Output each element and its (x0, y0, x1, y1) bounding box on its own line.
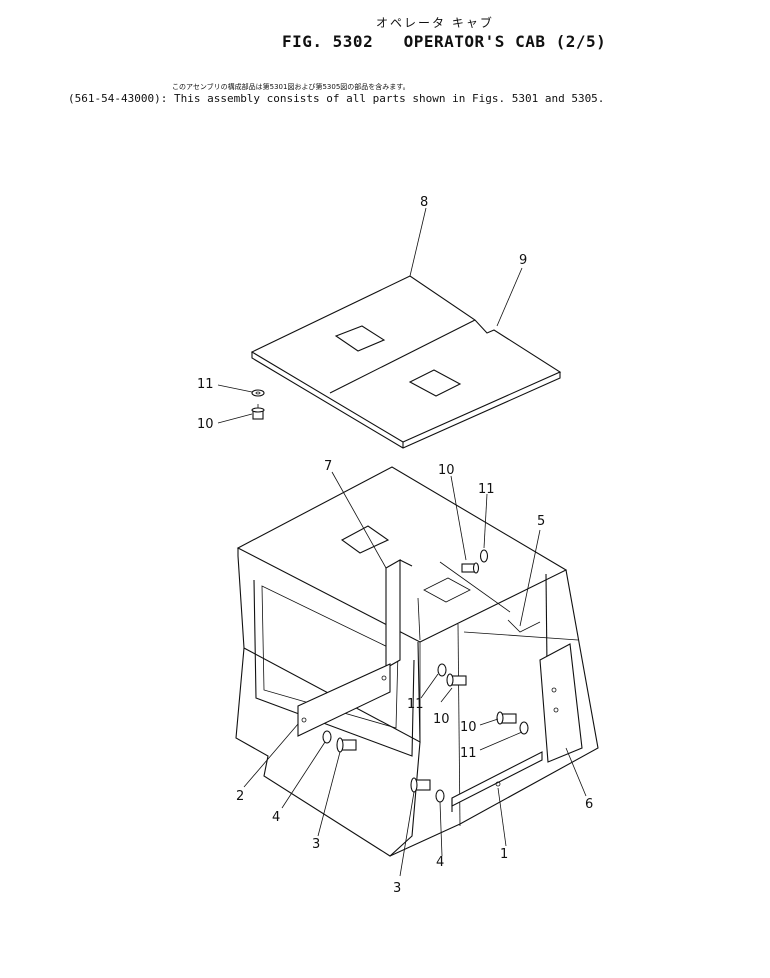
callout-6: 6 (585, 797, 593, 812)
washer-4-lower (435, 789, 445, 803)
callout-8: 8 (420, 195, 428, 210)
figure-title: FIG. 5302 OPERATOR'S CAB (2/5) (282, 32, 606, 51)
callout-9: 9 (519, 253, 527, 268)
callout-3-lower: 3 (393, 881, 401, 896)
washer-11-right (519, 721, 529, 735)
bolt-3-lower (410, 777, 431, 793)
bracket-7 (385, 559, 413, 669)
mat-opening-left (334, 325, 386, 352)
callout-10-right: 10 (460, 720, 477, 735)
part-number: (561-54-43000) (68, 92, 161, 105)
callout-11-mat: 11 (197, 377, 214, 392)
mat-opening-right (408, 369, 462, 397)
japanese-assembly-note: このアセンブリの構成部品は第5301図および第5305図の部品を含みます。 (172, 83, 410, 91)
mat-washer-11 (251, 389, 265, 397)
callout-11-right: 11 (460, 746, 477, 761)
mat-seam (329, 319, 476, 394)
figure-number: FIG. 5302 (282, 32, 374, 51)
washer-4-left (322, 730, 332, 744)
figure-name: OPERATOR'S CAB (2/5) (403, 32, 607, 51)
bolt-10-middle (446, 673, 467, 687)
mat-bolt-10 (251, 404, 265, 420)
callout-7: 7 (324, 459, 332, 474)
bracket-2 (297, 663, 391, 737)
callout-2: 2 (236, 789, 244, 804)
callout-11-upper: 11 (478, 482, 495, 497)
floor-mat (250, 275, 562, 449)
callout-10-mat: 10 (197, 417, 214, 432)
callout-4-lower: 4 (436, 855, 444, 870)
callout-10-middle: 10 (433, 712, 450, 727)
plate-6 (539, 643, 583, 763)
japanese-title: オペレータ キャブ (376, 16, 494, 30)
callout-10-upper: 10 (438, 463, 455, 478)
callout-11-middle: 11 (407, 697, 424, 712)
callout-3-left: 3 (312, 837, 320, 852)
bracket-5 (507, 619, 541, 633)
washer-11-middle (437, 663, 447, 677)
cab-window (261, 585, 399, 729)
assembly-description: : This assembly consists of all parts sh… (160, 92, 605, 105)
washer-11-upper (479, 549, 489, 563)
callout-1: 1 (500, 847, 508, 862)
bolt-3-left (336, 737, 357, 753)
callout-4-left: 4 (272, 810, 280, 825)
bolt-10-right (496, 711, 517, 725)
roof-hatch (340, 525, 390, 554)
leader-lines (217, 207, 587, 877)
callouts: 8 9 11 10 7 10 11 5 11 10 10 11 6 2 4 3 … (197, 195, 593, 896)
assembly-note: (561-54-43000): This assembly consists o… (68, 92, 604, 105)
rail-1 (451, 751, 543, 812)
callout-5: 5 (537, 514, 545, 529)
bolt-10-upper (461, 562, 480, 574)
